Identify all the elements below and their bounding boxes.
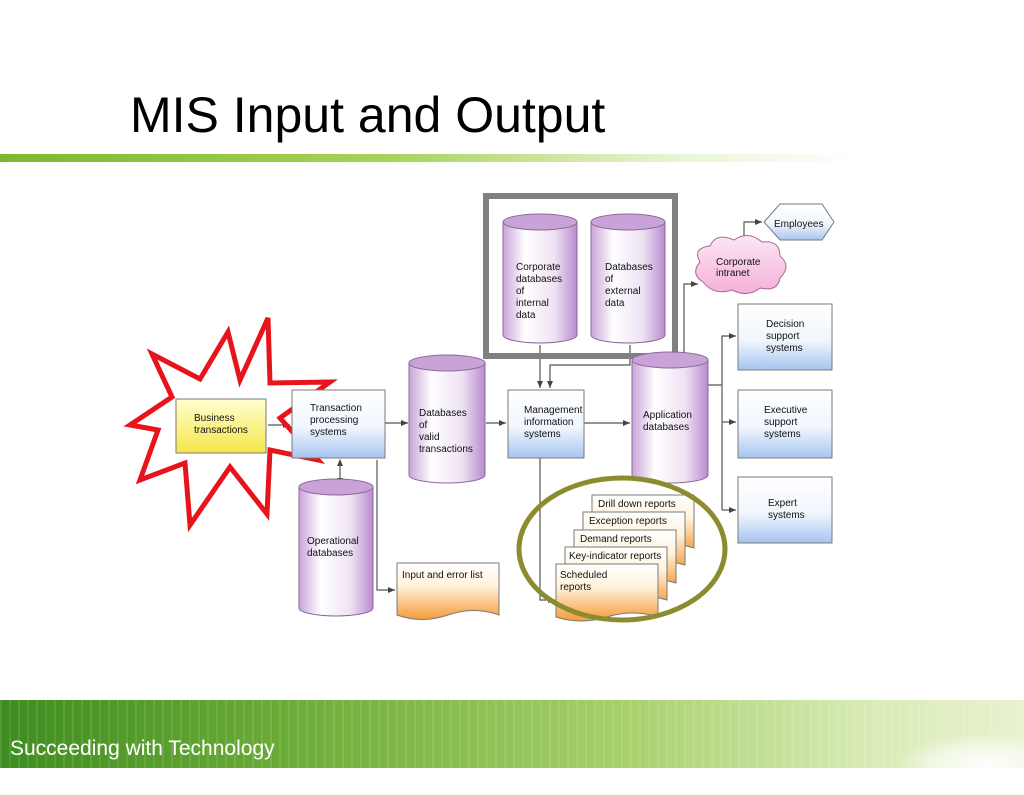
title-underline-bar xyxy=(0,154,860,162)
svg-text:Input and error list: Input and error list xyxy=(402,570,483,581)
input-error-list-document: Input and error list xyxy=(396,562,500,620)
business-transactions-box xyxy=(175,398,267,454)
footer-bar xyxy=(0,700,1024,768)
footer-title: Succeeding with Technology xyxy=(10,737,275,760)
databases-highlight-box xyxy=(483,193,678,359)
svg-text:Exception reports: Exception reports xyxy=(589,516,667,527)
report-stack: Drill down reports Exception reports Dem… xyxy=(555,494,695,622)
executive-support-box xyxy=(737,389,833,459)
transaction-processing-box xyxy=(291,389,386,459)
employees-shape: Employees xyxy=(763,203,835,241)
management-information-systems-box xyxy=(507,389,585,459)
svg-text:Employees: Employees xyxy=(774,219,823,230)
slide-title: MIS Input and Output xyxy=(130,87,606,143)
svg-text:Demand reports: Demand reports xyxy=(580,534,652,545)
svg-text:Key-indicator reports: Key-indicator reports xyxy=(569,551,661,562)
decision-support-box xyxy=(737,303,833,371)
footer-texture xyxy=(0,700,1024,768)
reports-highlight-ellipse xyxy=(516,475,728,623)
svg-text:Drill down reports: Drill down reports xyxy=(598,499,676,510)
expert-systems-box xyxy=(737,476,833,544)
starburst-highlight xyxy=(123,316,338,533)
